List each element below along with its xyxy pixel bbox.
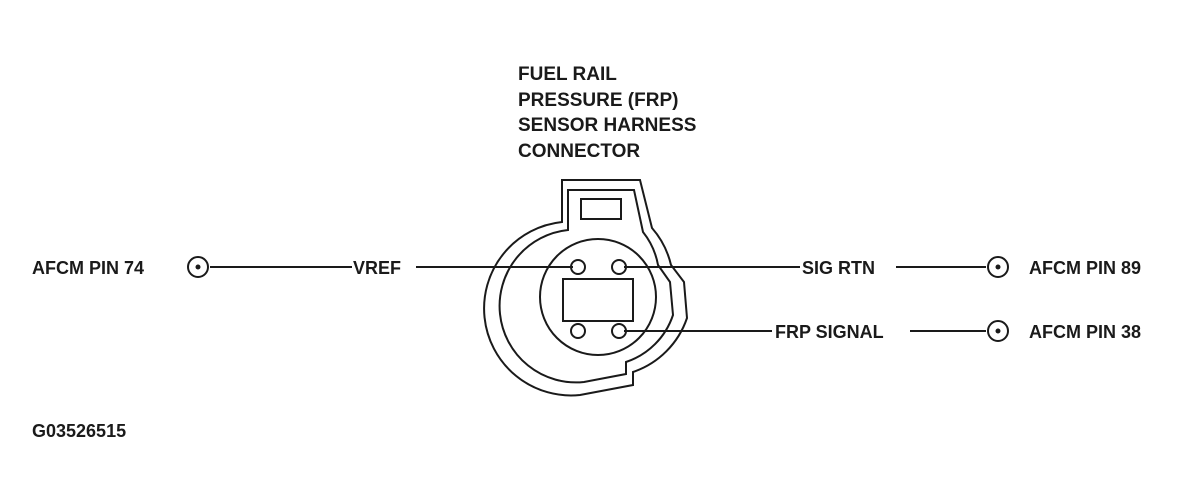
terminal-sig-rtn: [611, 259, 627, 275]
frp-signal-label: FRP SIGNAL: [775, 322, 884, 342]
connector-title: FUEL RAIL PRESSURE (FRP) SENSOR HARNESS …: [518, 62, 696, 164]
sig-rtn-label: SIG RTN: [802, 258, 876, 278]
connector-title-line: CONNECTOR: [518, 140, 641, 162]
terminal-vref: [570, 259, 586, 275]
terminal-frp-signal: [611, 323, 627, 339]
terminal-unused: [570, 323, 586, 339]
connector-cavity: [539, 238, 657, 356]
pin-74-label: AFCM PIN 74: [32, 258, 145, 278]
connector-outer-shell: [483, 179, 689, 397]
pin-38-terminal: [987, 320, 1009, 342]
connector-latch: [580, 198, 622, 220]
connector-title-line: FUEL RAIL: [518, 64, 617, 85]
connector-title-line: PRESSURE (FRP): [518, 89, 679, 111]
pin-38-label: AFCM PIN 38: [1029, 322, 1142, 342]
figure-id: G03526515: [32, 421, 127, 441]
pin-89-terminal: [987, 256, 1009, 278]
connector-inner-shell: [498, 189, 675, 384]
connector-title-line: SENSOR HARNESS: [518, 115, 697, 136]
vref-label: VREF: [353, 258, 402, 278]
pin-74-terminal: [187, 256, 209, 278]
terminal-block: [562, 278, 634, 322]
pin-89-label: AFCM PIN 89: [1029, 258, 1142, 278]
